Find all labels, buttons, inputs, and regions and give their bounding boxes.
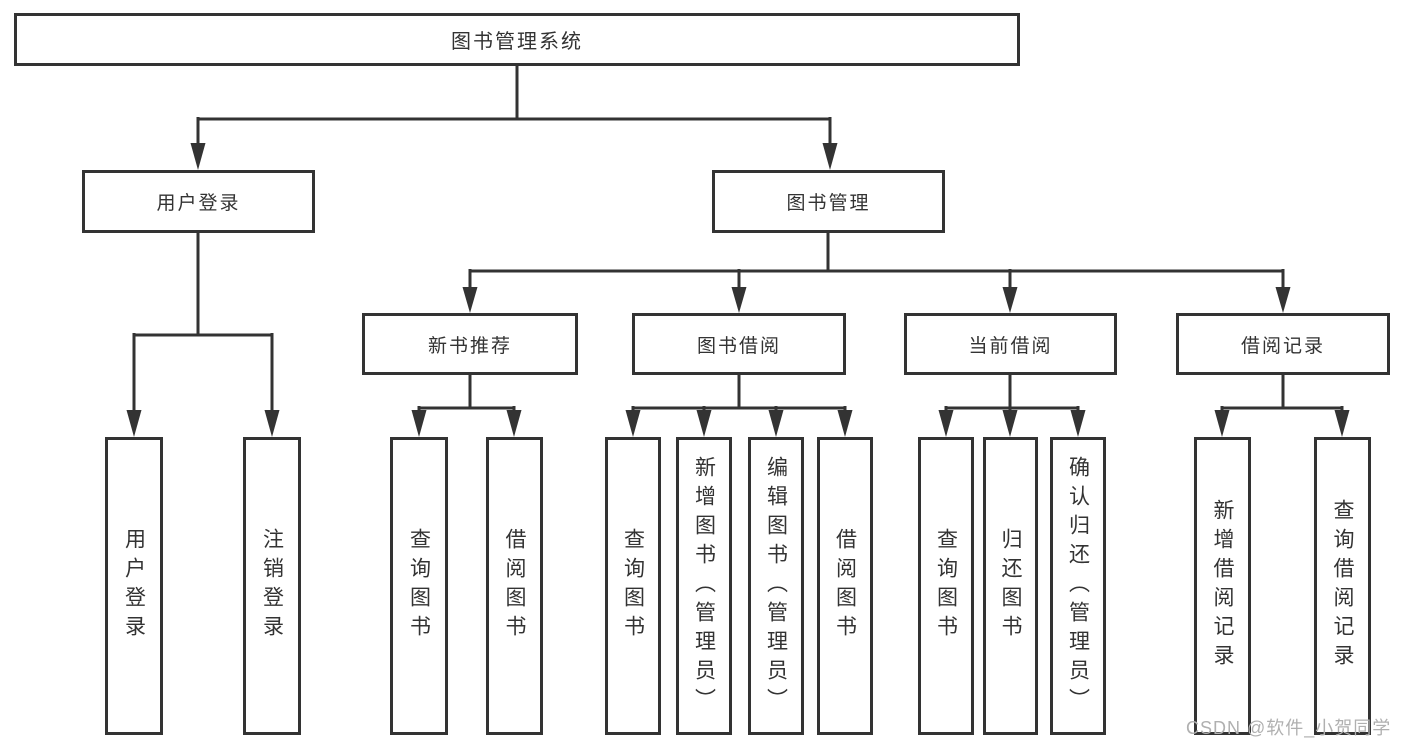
leaf-current-query-books: 查询图书: [918, 437, 974, 735]
leaf-user-login: 用户登录: [105, 437, 163, 735]
leaf-recommend-borrow-books: 借阅图书: [486, 437, 543, 735]
leaf-records-add-record-label: 新增借阅记录: [1211, 499, 1234, 673]
node-borrow-records: 借阅记录: [1176, 313, 1390, 375]
leaf-logout-label: 注销登录: [260, 528, 284, 644]
leaf-current-return-books-label: 归还图书: [999, 528, 1022, 644]
leaf-recommend-borrow-books-label: 借阅图书: [503, 528, 526, 644]
connector-recommend-to-leaves: [417, 374, 516, 411]
node-user-login-label: 用户登录: [156, 193, 241, 214]
node-new-book-recommend: 新书推荐: [362, 313, 578, 375]
node-book-borrowing: 图书借阅: [632, 313, 846, 375]
leaf-user-login-label: 用户登录: [122, 528, 146, 644]
leaf-logout: 注销登录: [243, 437, 301, 735]
node-current-borrowing-label: 当前借阅: [968, 335, 1053, 357]
node-library-system: 图书管理系统: [14, 13, 1020, 66]
leaf-current-confirm-return-admin-label: 确认归还（管理员）: [1066, 455, 1090, 717]
connector-bookmgmt-to-level3: [468, 232, 1285, 288]
leaf-current-query-books-label: 查询图书: [934, 528, 958, 644]
leaf-borrowing-add-books-admin: 新增图书（管理员）: [676, 437, 732, 735]
leaf-borrowing-query-books-label: 查询图书: [621, 528, 645, 644]
leaf-recommend-query-books-label: 查询图书: [407, 528, 431, 644]
leaf-borrowing-borrow-books: 借阅图书: [817, 437, 873, 735]
connector-current-to-leaves: [944, 374, 1080, 411]
leaf-borrowing-edit-books-admin-label: 编辑图书（管理员）: [764, 455, 788, 717]
leaf-current-confirm-return-admin: 确认归还（管理员）: [1050, 437, 1106, 735]
leaf-current-return-books: 归还图书: [983, 437, 1038, 735]
connector-borrowing-to-leaves: [631, 374, 847, 411]
leaf-records-query-record: 查询借阅记录: [1314, 437, 1371, 735]
leaf-borrowing-borrow-books-label: 借阅图书: [833, 528, 857, 644]
node-book-borrowing-label: 图书借阅: [696, 335, 781, 357]
leaf-borrowing-query-books: 查询图书: [605, 437, 661, 735]
leaf-records-add-record: 新增借阅记录: [1194, 437, 1251, 735]
node-book-management: 图书管理: [712, 170, 945, 233]
node-new-book-recommend-label: 新书推荐: [427, 335, 512, 357]
node-current-borrowing: 当前借阅: [904, 313, 1117, 375]
node-borrow-records-label: 借阅记录: [1240, 335, 1325, 357]
connector-records-to-leaves: [1220, 374, 1344, 411]
node-book-management-label: 图书管理: [786, 193, 871, 214]
leaf-borrowing-add-books-admin-label: 新增图书（管理员）: [692, 455, 716, 717]
node-library-system-label: 图书管理系统: [451, 31, 583, 53]
leaf-records-query-record-label: 查询借阅记录: [1331, 499, 1354, 673]
leaf-recommend-query-books: 查询图书: [390, 437, 448, 735]
arrowheads: [126, 143, 1350, 437]
connector-userlogin-to-leaves: [132, 232, 274, 411]
leaf-borrowing-edit-books-admin: 编辑图书（管理员）: [748, 437, 804, 735]
csdn-watermark: CSDN @软件_小贺同学: [1186, 718, 1392, 738]
connector-root-to-level2: [196, 65, 832, 144]
node-user-login: 用户登录: [82, 170, 315, 233]
